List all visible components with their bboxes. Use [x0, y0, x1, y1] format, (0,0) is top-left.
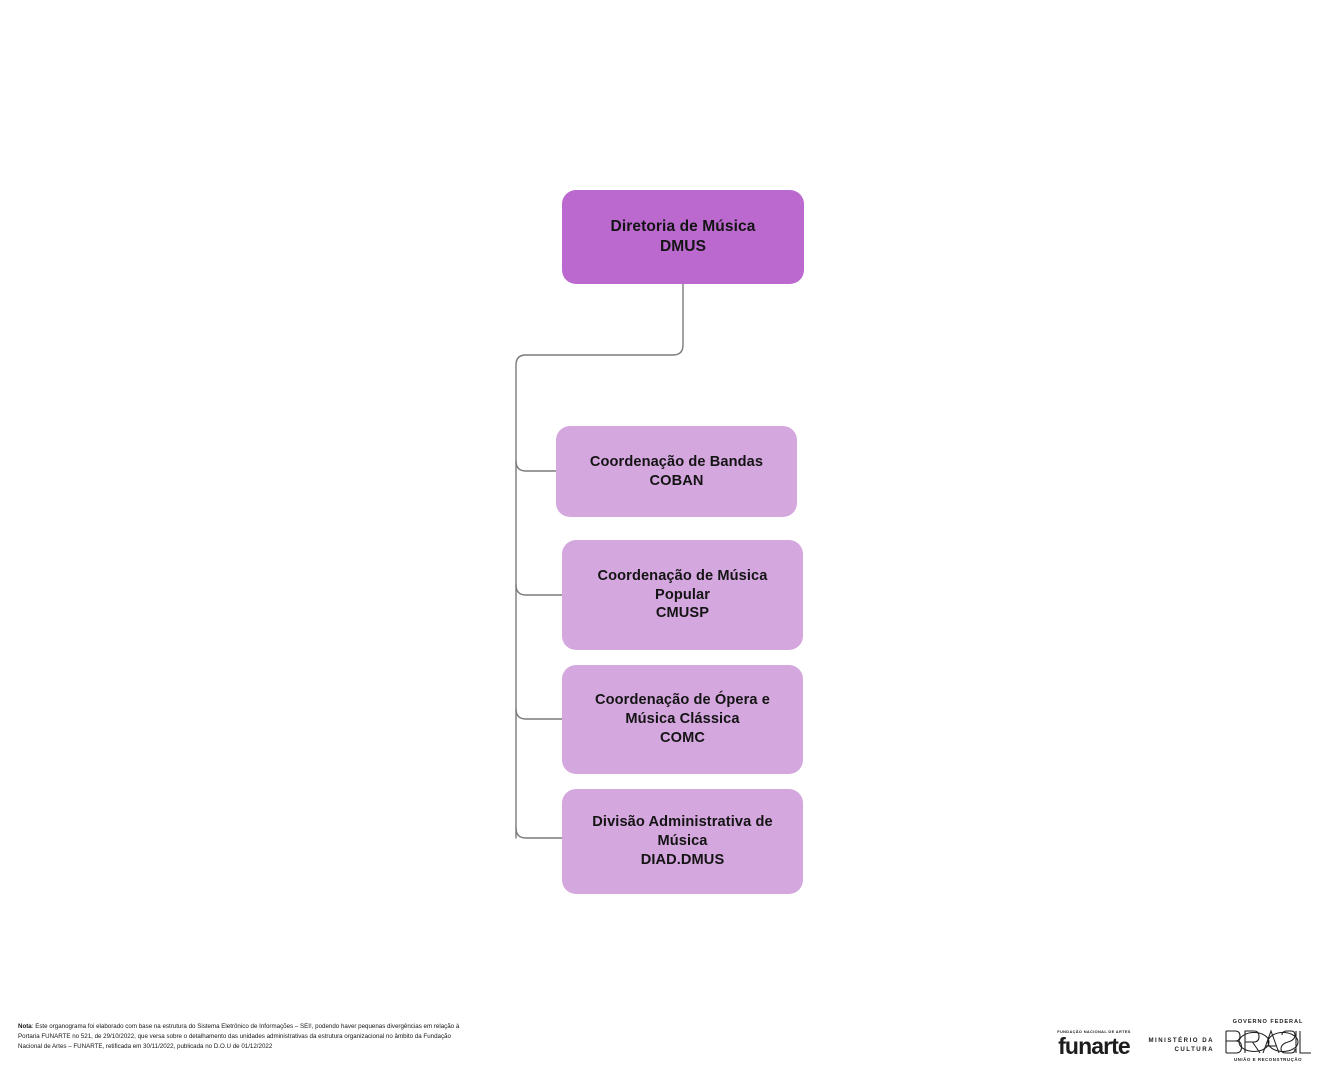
org-node-comc-label: Coordenação de Ópera e Música Clássica C… — [595, 692, 770, 746]
footnote-text: : Este organograma foi elaborado com bas… — [18, 1023, 460, 1051]
government-brasil-logo: GOVERNO FEDERAL UNI — [1222, 1019, 1314, 1062]
org-node-comc[interactable]: Coordenação de Ópera e Música Clássica C… — [562, 665, 803, 774]
org-node-diad-dmus-label: Divisão Administrativa de Música DIAD.DM… — [592, 814, 773, 868]
government-logo-tagline: GOVERNO FEDERAL — [1232, 1019, 1304, 1025]
org-node-cmusp-label: Coordenação de Música Popular CMUSP — [597, 567, 768, 622]
footnote-note: Nota: Este organograma foi elaborado com… — [18, 1022, 470, 1052]
connector-branch-coban — [515, 460, 557, 472]
org-node-coban[interactable]: Coordenação de Bandas COBAN — [556, 426, 797, 517]
org-node-dmus[interactable]: Diretoria de Música DMUS — [562, 190, 804, 284]
connector-branch-cmusp — [515, 584, 563, 596]
footnote-prefix: Nota — [18, 1023, 32, 1030]
connector-branch-comc — [515, 708, 563, 720]
brasil-wordmark-icon — [1225, 1029, 1311, 1054]
org-node-diad-dmus[interactable]: Divisão Administrativa de Música DIAD.DM… — [562, 789, 803, 894]
ministry-logo-line1: MINISTÉRIO DA — [1148, 1037, 1214, 1044]
connector-branch-diad — [515, 827, 563, 839]
logo-bar: FUNDAÇÃO NACIONAL DE ARTES funarte MINIS… — [1040, 1014, 1312, 1076]
funarte-logo-tagline: FUNDAÇÃO NACIONAL DE ARTES — [1057, 1029, 1131, 1034]
org-node-cmusp[interactable]: Coordenação de Música Popular CMUSP — [562, 540, 803, 650]
ministry-of-culture-logo: MINISTÉRIO DA CULTURA — [1144, 1036, 1214, 1055]
funarte-logo-wordmark: funarte — [1058, 1032, 1131, 1059]
org-node-coban-label: Coordenação de Bandas COBAN — [589, 453, 764, 489]
funarte-logo: FUNDAÇÃO NACIONAL DE ARTES funarte — [1046, 1030, 1142, 1058]
ministry-logo-line2: CULTURA — [1174, 1046, 1214, 1054]
org-node-dmus-label: Diretoria de Música DMUS — [610, 218, 756, 255]
government-logo-subtitle: UNIÃO E RECONSTRUÇÃO — [1233, 1056, 1303, 1062]
